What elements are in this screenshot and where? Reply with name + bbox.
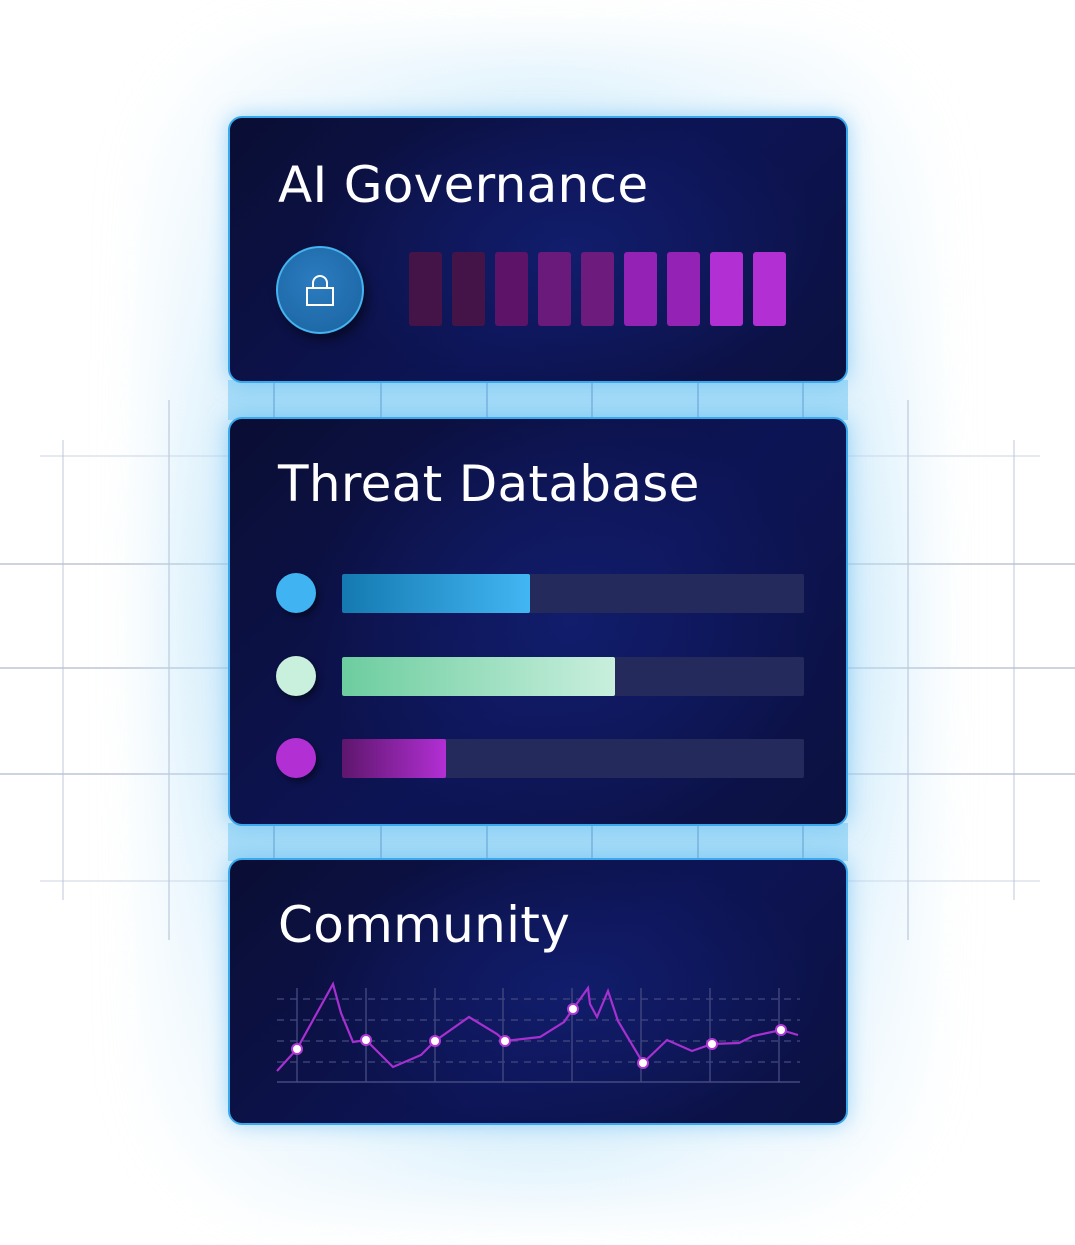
lock-button[interactable] xyxy=(276,246,364,334)
threat-row xyxy=(276,573,806,613)
status-dot xyxy=(276,656,316,696)
data-point-marker xyxy=(567,1003,579,1015)
status-dot xyxy=(276,738,316,778)
progress-fill xyxy=(342,574,531,613)
progress-track xyxy=(342,739,804,778)
community-card: Community xyxy=(228,858,848,1125)
level-bar xyxy=(624,252,657,326)
status-dot xyxy=(276,573,316,613)
data-point-marker xyxy=(706,1038,718,1050)
community-line-chart xyxy=(276,981,800,1083)
data-point-marker xyxy=(291,1043,303,1055)
level-bar xyxy=(581,252,614,326)
data-point-marker xyxy=(360,1034,372,1046)
card-title: Threat Database xyxy=(278,455,700,513)
level-bar xyxy=(495,252,528,326)
data-point-marker xyxy=(637,1057,649,1069)
level-bar xyxy=(538,252,571,326)
card-title: Community xyxy=(278,896,571,954)
card-gap xyxy=(228,823,848,861)
data-point-marker xyxy=(429,1035,441,1047)
card-title: AI Governance xyxy=(278,156,649,214)
progress-track xyxy=(342,574,804,613)
progress-fill xyxy=(342,739,446,778)
data-point-marker xyxy=(775,1024,787,1036)
grid-line xyxy=(62,440,64,900)
threat-database-card: Threat Database xyxy=(228,417,848,826)
lock-icon xyxy=(306,275,334,306)
ai-governance-card: AI Governance xyxy=(228,116,848,383)
governance-level-bars xyxy=(409,252,786,326)
level-bar xyxy=(710,252,743,326)
progress-fill xyxy=(342,657,616,696)
level-bar xyxy=(452,252,485,326)
data-point-marker xyxy=(499,1035,511,1047)
threat-row xyxy=(276,738,806,778)
grid-line xyxy=(1013,440,1015,900)
progress-track xyxy=(342,657,804,696)
level-bar xyxy=(667,252,700,326)
threat-row xyxy=(276,656,806,696)
card-gap xyxy=(228,380,848,420)
level-bar xyxy=(409,252,442,326)
level-bar xyxy=(753,252,786,326)
